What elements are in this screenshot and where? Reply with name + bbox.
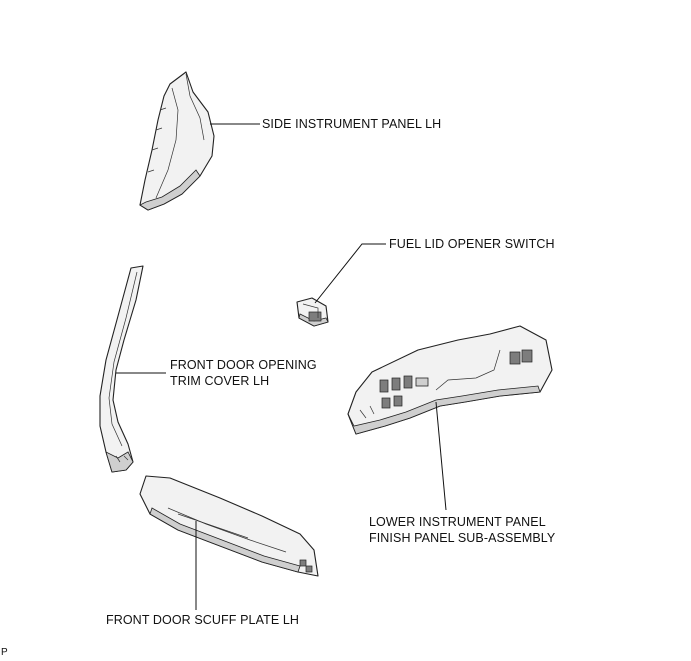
lower-panel-label-line-1: LOWER INSTRUMENT PANEL [369, 515, 546, 529]
trim-cover-label-line-2: TRIM COVER LH [170, 374, 270, 388]
scuff-plate-label: FRONT DOOR SCUFF PLATE LH [106, 613, 300, 627]
lower-panel-label-line-2: FINISH PANEL SUB-ASSEMBLY [369, 531, 556, 545]
side-instrument-panel-part [139, 71, 215, 211]
front-door-scuff-plate-part [139, 475, 319, 577]
front-door-opening-trim-cover-part [99, 265, 144, 473]
lower-instrument-panel-part [347, 325, 553, 435]
corner-mark: P [1, 647, 8, 658]
fuel-lid-opener-switch-part [296, 297, 329, 327]
fuel-lid-opener-switch-label: FUEL LID OPENER SWITCH [389, 237, 555, 251]
lower-panel-leader [435, 401, 447, 511]
trim-cover-label-line-1: FRONT DOOR OPENING [170, 358, 317, 372]
side-instrument-panel-label: SIDE INSTRUMENT PANEL LH [262, 117, 442, 131]
fuel-switch-leader [314, 243, 386, 304]
